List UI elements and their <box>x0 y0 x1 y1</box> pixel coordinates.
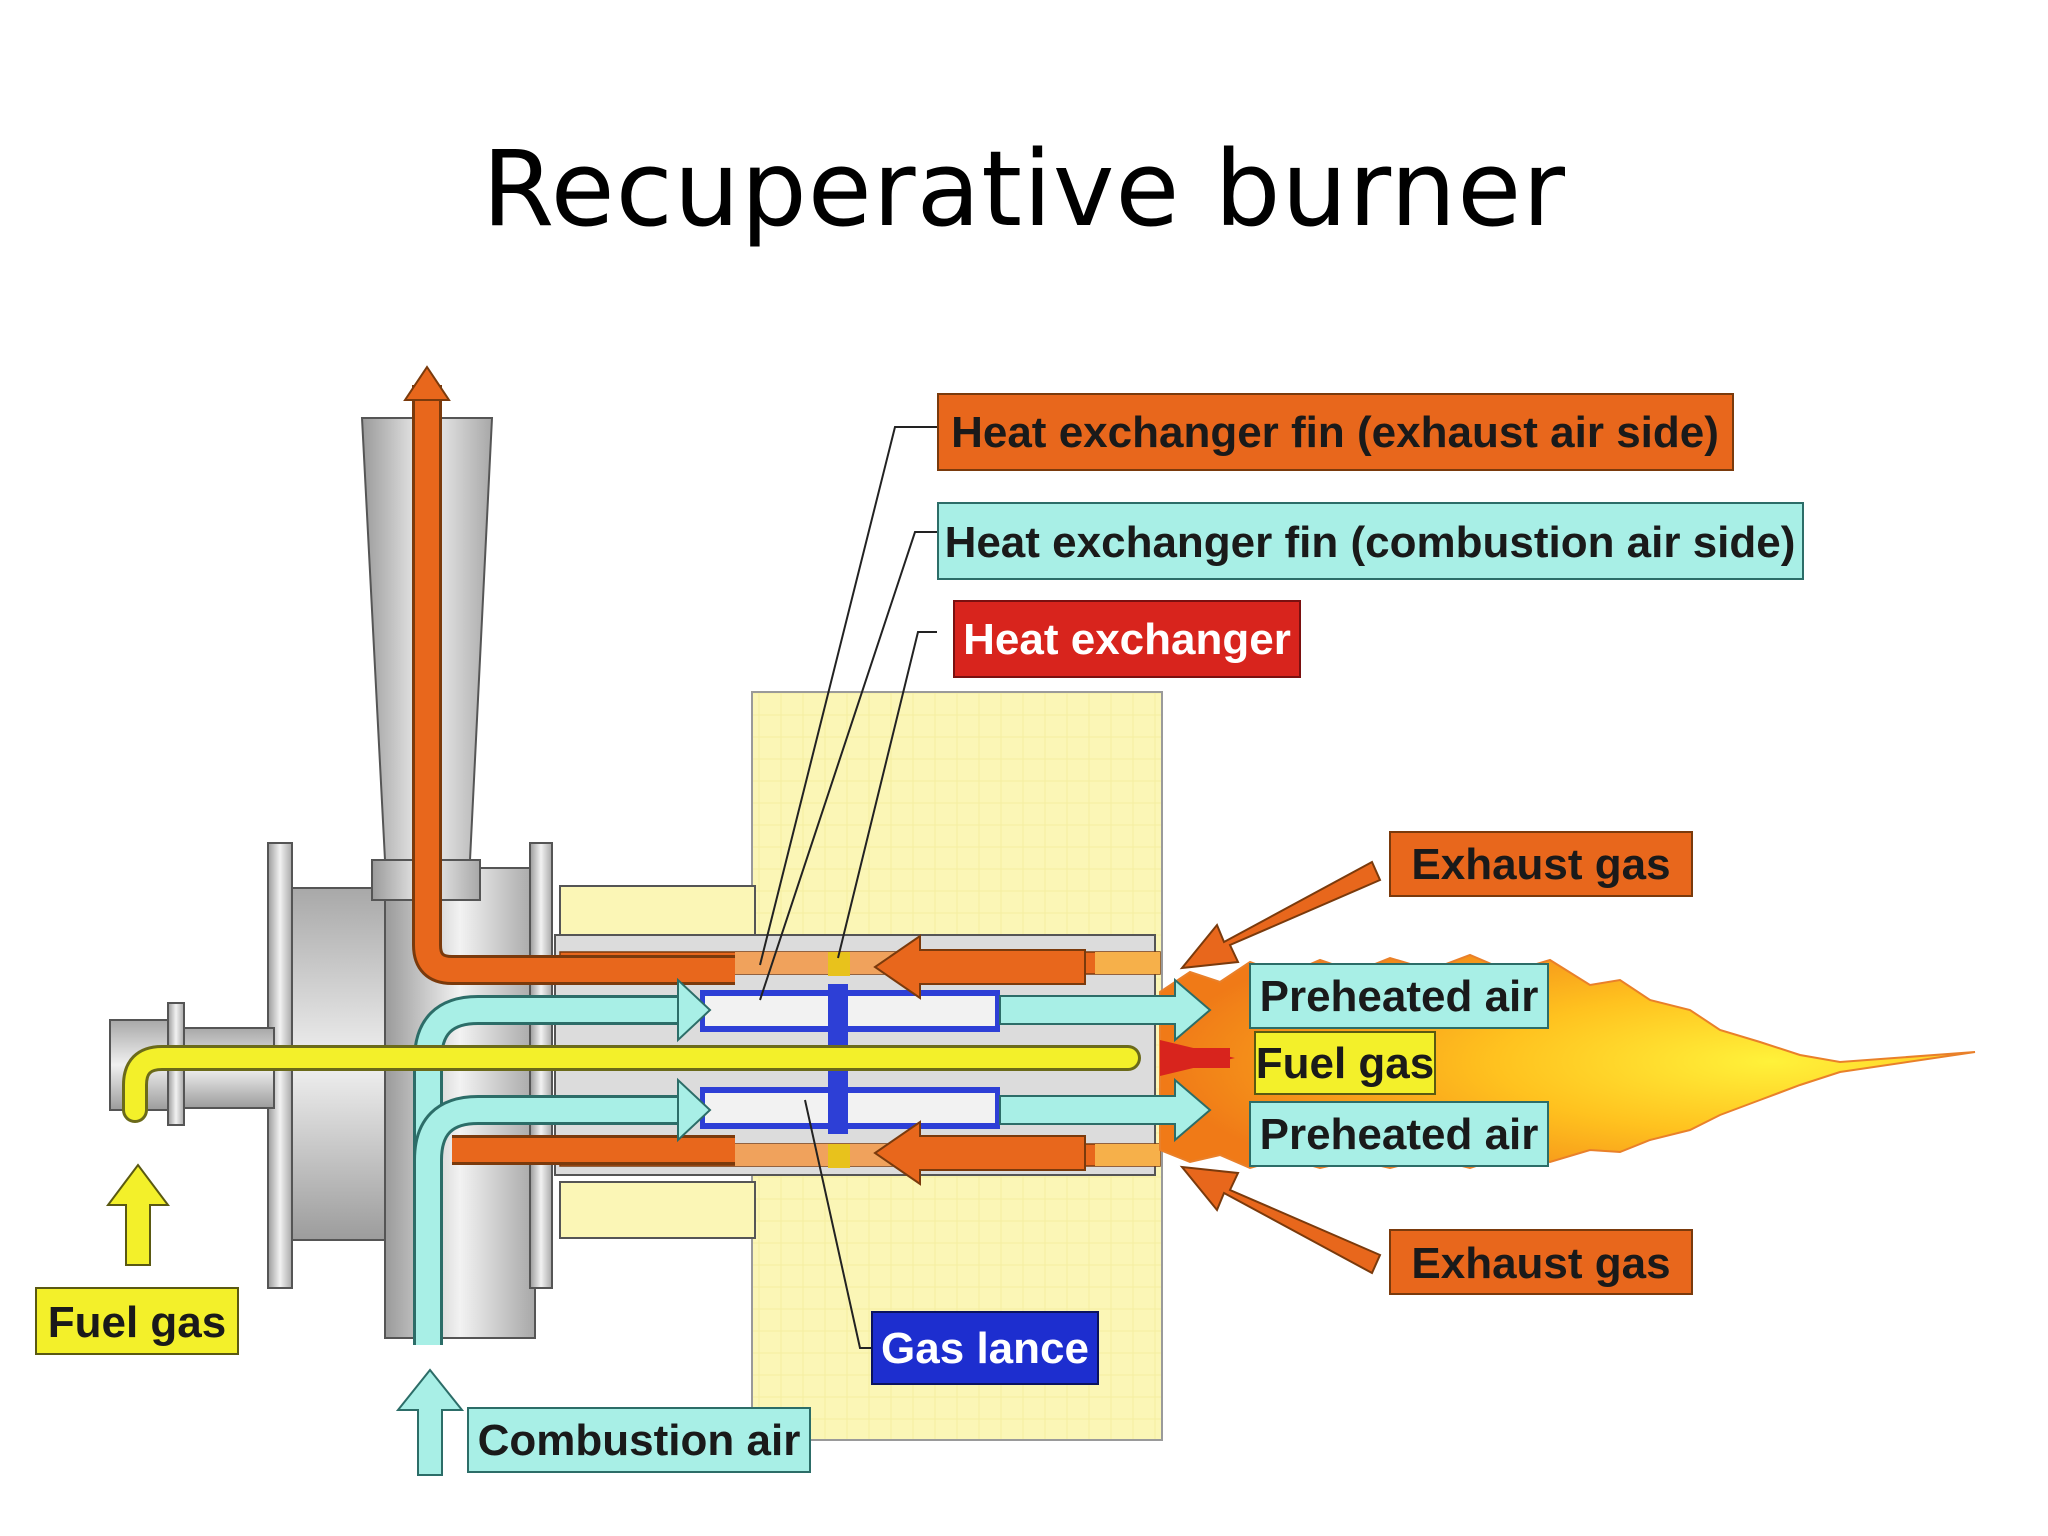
svg-text:Fuel gas: Fuel gas <box>48 1298 227 1347</box>
fuel-gas-lance <box>122 1045 1141 1123</box>
fuel-inlet-arrow <box>106 1163 170 1266</box>
svg-text:Exhaust gas: Exhaust gas <box>1411 840 1670 889</box>
label-preheated-air-top: Preheated air <box>1249 963 1549 1029</box>
label-heat-exchanger: Heat exchanger <box>953 600 1301 678</box>
svg-text:Gas lance: Gas lance <box>881 1324 1089 1373</box>
svg-text:Heat exchanger fin (combustion: Heat exchanger fin (combustion air side) <box>945 518 1796 567</box>
label-fuel-gas-inlet: Fuel gas <box>35 1287 239 1355</box>
label-fin-exhaust: Heat exchanger fin (exhaust air side) <box>937 393 1734 471</box>
exhaust-flow <box>403 365 1382 1275</box>
label-exhaust-gas-bottom: Exhaust gas <box>1389 1229 1693 1295</box>
svg-text:Preheated air: Preheated air <box>1260 972 1539 1021</box>
slide-title: Recuperative burner <box>482 128 1566 250</box>
svg-text:Exhaust gas: Exhaust gas <box>1411 1239 1670 1288</box>
leader-lines <box>759 426 937 1349</box>
label-fin-combustion: Heat exchanger fin (combustion air side) <box>937 502 1804 580</box>
label-preheated-air-bottom: Preheated air <box>1249 1101 1549 1167</box>
svg-text:Combustion air: Combustion air <box>478 1416 801 1465</box>
label-combustion-air: Combustion air <box>467 1407 811 1473</box>
svg-text:Fuel gas: Fuel gas <box>1256 1039 1435 1088</box>
svg-text:Preheated air: Preheated air <box>1260 1110 1539 1159</box>
svg-text:Heat exchanger: Heat exchanger <box>963 615 1291 664</box>
combustion-air-inlet-arrow <box>395 1368 465 1476</box>
label-exhaust-gas-top: Exhaust gas <box>1389 831 1693 897</box>
flame-core-arrow <box>1160 1040 1235 1076</box>
label-fuel-gas-outlet: Fuel gas <box>1254 1031 1436 1095</box>
label-gas-lance: Gas lance <box>871 1311 1099 1385</box>
svg-text:Heat exchanger fin (exhaust ai: Heat exchanger fin (exhaust air side) <box>951 408 1719 457</box>
